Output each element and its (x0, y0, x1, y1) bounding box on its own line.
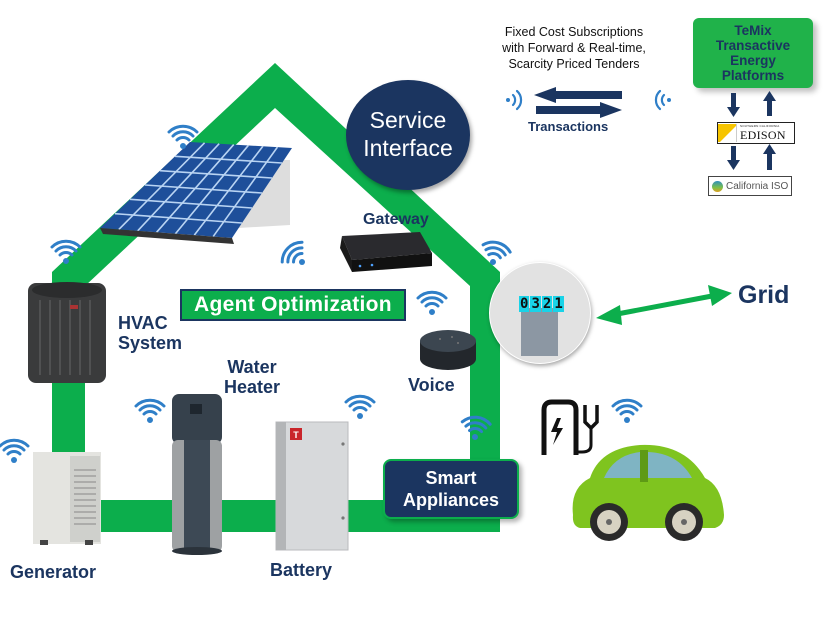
solar-cell-divider (129, 198, 253, 209)
transactions-label: Transactions (528, 119, 609, 134)
gateway-label: Gateway (363, 211, 429, 228)
platform-line1: TeMix (734, 22, 772, 38)
battery-label: Battery (270, 560, 333, 580)
wifi-icon (0, 438, 30, 463)
solar-cell-divider (118, 142, 206, 230)
edison-sun-icon (718, 124, 737, 142)
meter-digit: 3 (530, 296, 541, 312)
wifi-icon (611, 398, 643, 423)
meter-body (521, 308, 558, 356)
voice-label: Voice (408, 375, 455, 395)
water-heater-label-line2: Heater (224, 376, 281, 397)
meter-digits: 0 3 2 1 (519, 296, 564, 312)
service-interface-line2: Interface (363, 135, 453, 161)
svg-text:T: T (293, 430, 299, 440)
edison-name: EDISON (740, 127, 786, 142)
wifi-icon (280, 240, 305, 265)
grid-label: Grid (738, 281, 790, 309)
smart-meter: 0 3 2 1 (489, 262, 591, 364)
hvac-label-line2: System (118, 332, 183, 353)
caiso-logo: California ISO (708, 176, 792, 196)
tender-line2: with Forward & Real-time, (502, 41, 646, 55)
wifi-icon (481, 240, 512, 265)
tender-line3: Scarcity Priced Tenders (508, 57, 640, 71)
temix-platform-box: TeMix Transactive Energy Platforms (693, 18, 813, 88)
agent-optimization-text: Agent Optimization (194, 293, 392, 316)
meter-digit: 2 (541, 296, 553, 312)
wifi-icon (460, 415, 492, 440)
solar-cell-divider (174, 144, 249, 235)
meter-digit: 0 (519, 296, 530, 312)
smart-appliances-line2: Appliances (402, 490, 500, 510)
wifi-icon (134, 398, 166, 423)
water-heater-label-line1: Water (227, 357, 277, 377)
platform-line2: Transactive (715, 37, 791, 53)
platform-line4: Platforms (721, 68, 785, 84)
agent-optimization-banner: Agent Optimization (180, 289, 406, 321)
solar-cell-divider (193, 145, 264, 236)
edison-logo: SOUTHERN CALIFORNIA EDISON (717, 122, 795, 144)
generator-label: Generator (10, 562, 97, 582)
wifi-icon (344, 394, 376, 419)
edison-small-text: SOUTHERN CALIFORNIA (740, 123, 780, 128)
caiso-globe-icon (712, 180, 723, 192)
solar-cell-divider (144, 184, 263, 194)
solar-cell-divider (137, 143, 220, 232)
tender-description: Fixed Cost Subscriptions with Forward & … (490, 24, 658, 72)
solar-cell-divider (212, 146, 279, 238)
solar-cell-divider (114, 212, 243, 224)
wifi-icon (416, 290, 448, 315)
wifi-icon (167, 124, 199, 149)
service-interface-line1: Service (369, 107, 447, 134)
broadcast-icon (506, 89, 523, 111)
broadcast-icon (654, 89, 671, 111)
solar-cell-divider (155, 144, 235, 233)
hvac-label-line1: HVAC (118, 313, 168, 333)
solar-cell-divider (159, 169, 273, 179)
platform-line3: Energy (730, 53, 776, 68)
caiso-name: California ISO (726, 180, 789, 192)
smart-appliances-line1: Smart (425, 467, 477, 488)
hvac-label: HVAC System (118, 313, 183, 354)
smart-appliances-box: Smart Appliances (383, 459, 519, 519)
meter-digit: 1 (553, 296, 564, 312)
service-interface-circle: Service Interface (346, 80, 470, 190)
solar-cell-divider (174, 155, 283, 164)
water-heater-label: Water Heater (224, 357, 281, 398)
wifi-icon (50, 239, 82, 264)
tender-line1: Fixed Cost Subscriptions (504, 25, 644, 39)
